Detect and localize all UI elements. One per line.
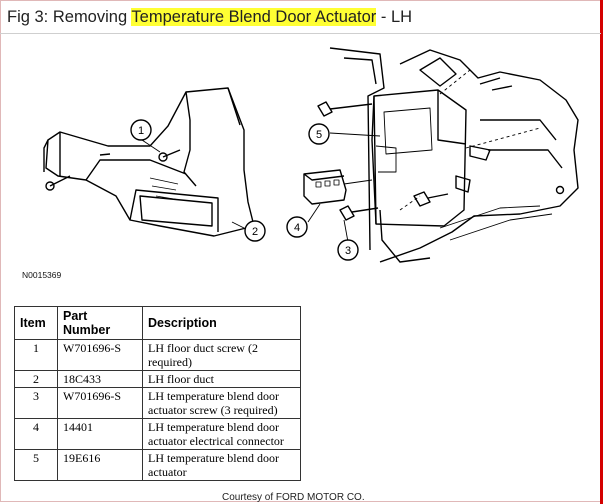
right-edge-bar bbox=[600, 0, 603, 504]
figure-title: Fig 3: Removing Temperature Blend Door A… bbox=[7, 8, 412, 27]
cell-part-number: 19E616 bbox=[57, 449, 143, 481]
dashed-leaders bbox=[399, 69, 541, 211]
description-line: actuator electrical connector bbox=[148, 434, 284, 448]
callout-4 bbox=[286, 216, 308, 238]
description-line: LH temperature blend door bbox=[148, 420, 279, 434]
callout-1 bbox=[130, 119, 152, 141]
cell-description: LH floor duct bbox=[142, 370, 301, 388]
duct-screws bbox=[45, 149, 181, 191]
description-line: required) bbox=[148, 355, 192, 369]
cell-item: 4 bbox=[14, 418, 58, 450]
cell-item: 1 bbox=[14, 339, 58, 371]
floor-duct-illustration bbox=[43, 87, 255, 237]
callout-2 bbox=[244, 220, 266, 242]
header-item: Item bbox=[14, 306, 58, 340]
parts-table: Item Part Number Description 1 W701696-S… bbox=[14, 306, 301, 481]
description-line: LH floor duct screw (2 bbox=[148, 341, 258, 355]
callout-leaders bbox=[141, 132, 381, 243]
cell-part-number: W701696-S bbox=[57, 339, 143, 371]
callout-markers bbox=[130, 119, 359, 261]
description-line: LH temperature blend door bbox=[148, 451, 279, 465]
callout-2-label: 2 bbox=[252, 226, 258, 238]
callout-3-label: 3 bbox=[345, 245, 351, 257]
title-divider bbox=[0, 33, 601, 34]
description-line: LH floor duct bbox=[148, 372, 214, 386]
cell-item: 3 bbox=[14, 387, 58, 419]
actuator-assembly-illustration bbox=[329, 47, 579, 263]
electrical-connector-illustration bbox=[303, 169, 373, 205]
header-description: Description bbox=[142, 306, 301, 340]
cell-part-number: 14401 bbox=[57, 418, 143, 450]
cell-item: 5 bbox=[14, 449, 58, 481]
description-line: actuator screw (3 required) bbox=[148, 403, 278, 417]
figure-id: N0015369 bbox=[22, 270, 62, 280]
header-part-number: Part Number bbox=[57, 306, 143, 340]
description-line: LH temperature blend door bbox=[148, 389, 279, 403]
actuator-screws bbox=[317, 101, 449, 221]
table-row: 2 18C433 LH floor duct bbox=[14, 370, 301, 388]
description-line: actuator bbox=[148, 465, 187, 479]
exploded-diagram: 1 2 3 4 5 bbox=[43, 47, 579, 263]
cell-item: 2 bbox=[14, 370, 58, 388]
table-header-row: Item Part Number Description bbox=[14, 306, 301, 340]
callout-5 bbox=[308, 123, 330, 145]
cell-part-number: 18C433 bbox=[57, 370, 143, 388]
callout-1-label: 1 bbox=[138, 125, 144, 137]
courtesy-note: Courtesy of FORD MOTOR CO. bbox=[222, 492, 365, 503]
title-highlight: Temperature Blend Door Actuator bbox=[131, 8, 377, 26]
callout-3 bbox=[337, 239, 359, 261]
callout-5-label: 5 bbox=[316, 129, 322, 141]
title-suffix: - LH bbox=[376, 8, 413, 26]
title-prefix: Fig 3: Removing bbox=[7, 8, 132, 26]
callout-4-label: 4 bbox=[294, 222, 300, 234]
cell-part-number: W701696-S bbox=[57, 387, 143, 419]
